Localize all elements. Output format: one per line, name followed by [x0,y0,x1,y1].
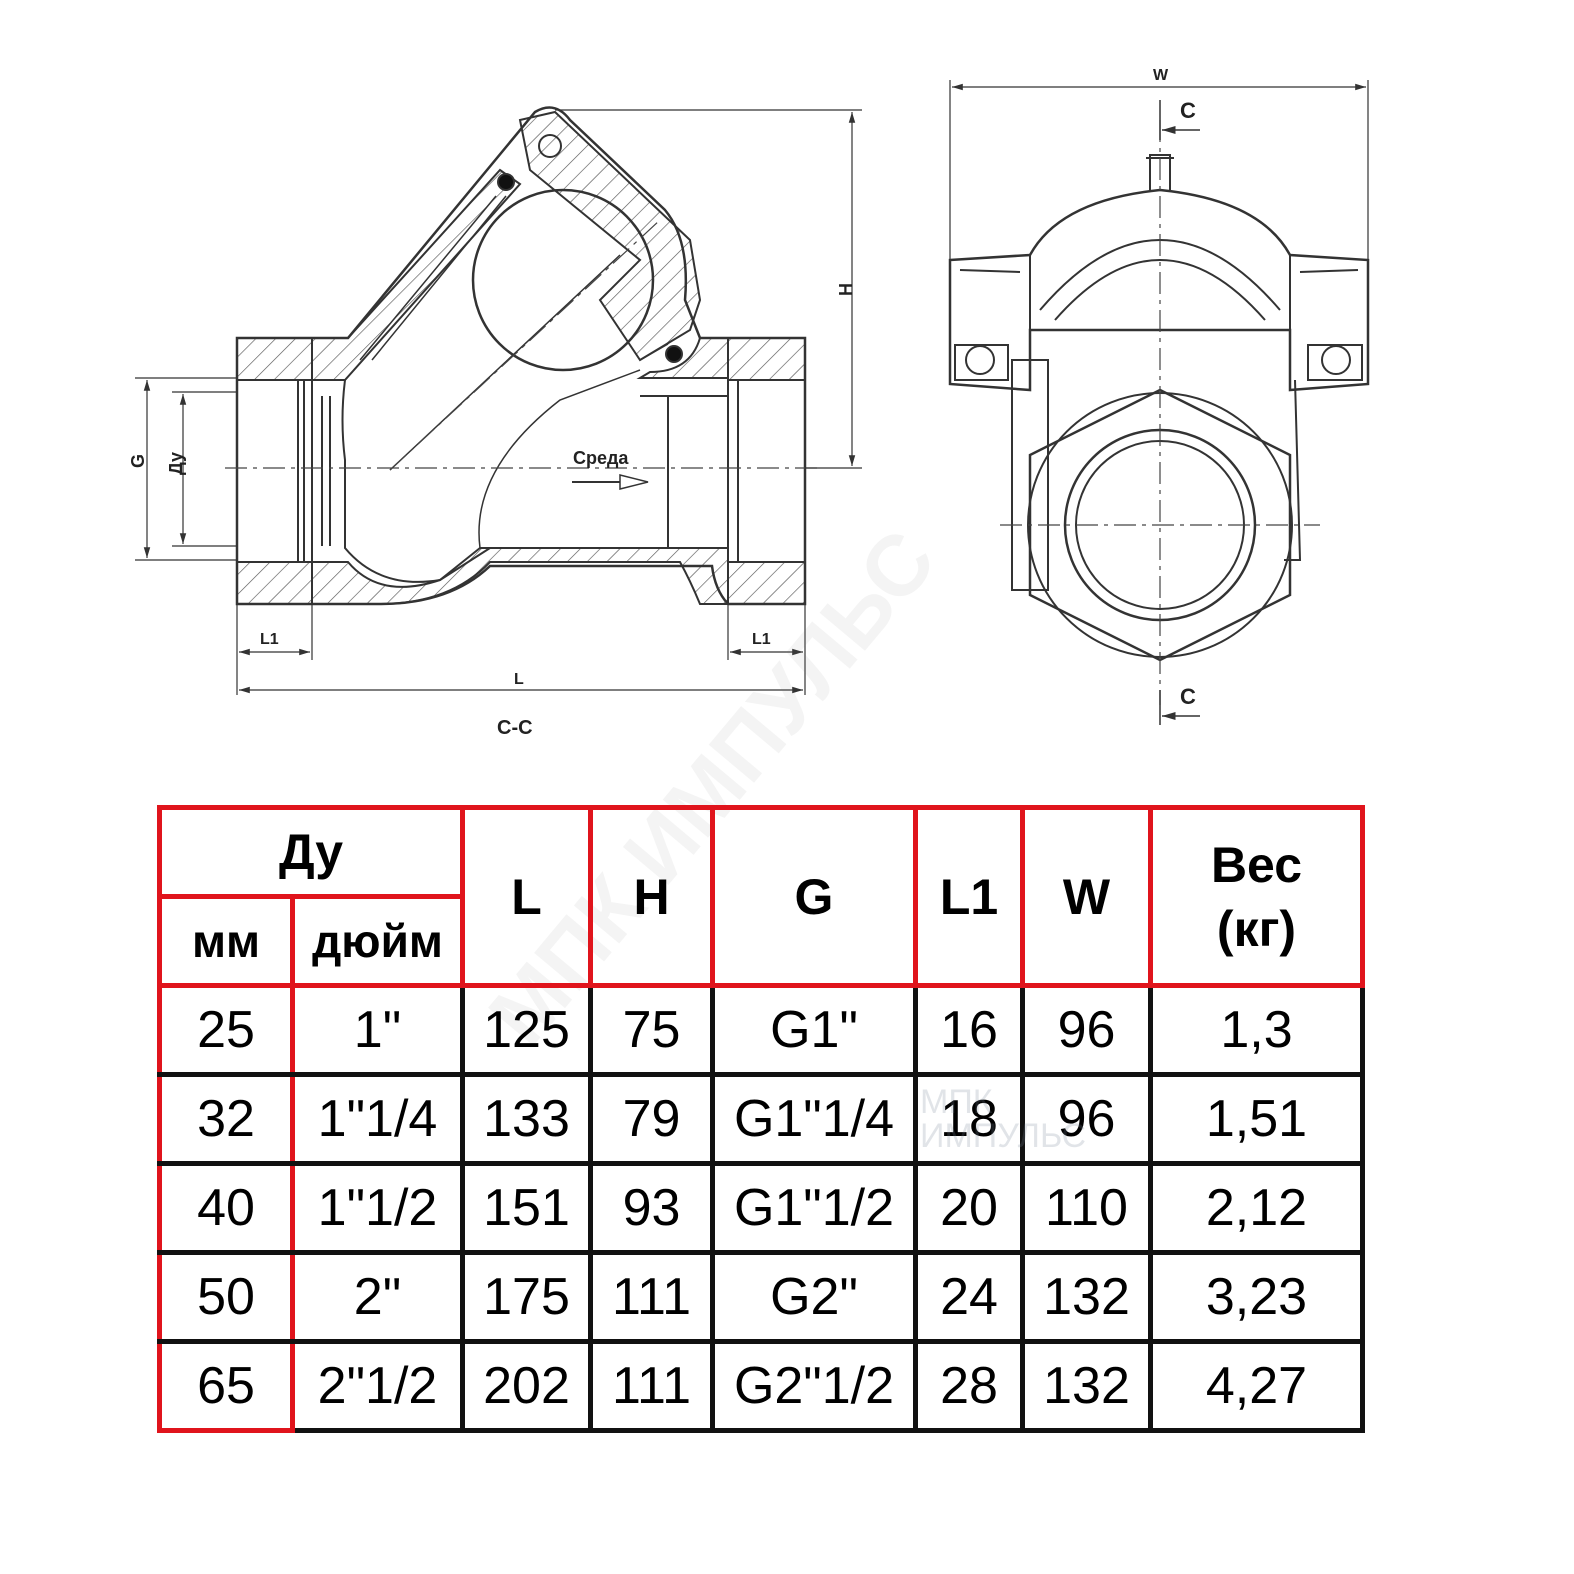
dim-L1-right-label: L1 [752,631,771,648]
table-header-row-2: мм дюйм [157,894,1363,988]
header-mm: мм [157,894,295,988]
cell-G: G2" [710,1250,918,1344]
dim-H [555,109,862,469]
header-W: W [1020,805,1153,988]
cell-G: G2"1/2 [710,1339,918,1433]
flow-arrow [572,474,649,490]
cell-L1: 16 [913,983,1025,1077]
cell-L: 125 [460,983,593,1077]
cell-mm: 32 [157,1072,295,1166]
cell-G: G1"1/2 [710,1161,918,1255]
cell-inch: 2"1/2 [290,1339,465,1433]
cell-inch: 1" [290,983,465,1077]
section-c-bottom: C [1180,684,1196,709]
dim-W [949,80,1369,260]
dim-L-label: L [514,671,524,688]
table-header-row-1: Ду L H G L1 W Вес (кг) [157,805,1365,988]
section-c-top: C [1180,98,1196,123]
cell-mm: 40 [157,1161,295,1255]
spec-table: Ду L H G L1 W Вес (кг) мм дюйм 25 1" 125… [157,805,1365,1433]
cell-inch: 1"1/4 [290,1072,465,1166]
header-du: Ду [157,805,465,899]
section-marker-bottom [1159,690,1200,725]
cell-L1: 18 [913,1072,1025,1166]
cell-H: 93 [588,1161,715,1255]
cell-mm: 65 [157,1339,295,1433]
cell-L: 175 [460,1250,593,1344]
section-label: C-C [497,717,533,739]
table-row: 40 1"1/2 151 93 G1"1/2 20 110 2,12 [157,1161,1365,1255]
cell-weight: 2,12 [1148,1161,1365,1255]
dim-Du [172,391,237,547]
dim-L1-left-label: L1 [260,631,279,648]
section-view [235,106,807,606]
cell-L: 202 [460,1339,593,1433]
dim-Du-label: Ду [166,452,186,475]
header-weight: Вес (кг) [1148,805,1365,988]
cell-W: 96 [1020,983,1153,1077]
cell-H: 79 [588,1072,715,1166]
section-marker-top [1159,100,1200,140]
cell-L: 151 [460,1161,593,1255]
cell-W: 132 [1020,1339,1153,1433]
dim-G-label: G [128,454,148,468]
cell-inch: 1"1/2 [290,1161,465,1255]
cell-W: 110 [1020,1161,1153,1255]
valve-technical-drawing: Среда G Ду H L1 L1 L C-C [128,67,1370,739]
header-weight-line1: Вес [1210,836,1303,893]
cell-weight: 1,3 [1148,983,1365,1077]
cell-mm: 50 [157,1250,295,1344]
cell-G: G1"1/4 [710,1072,918,1166]
cell-weight: 3,23 [1148,1250,1365,1344]
cell-W: 132 [1020,1250,1153,1344]
header-L: L [460,805,593,988]
dim-G [135,377,237,561]
dim-H-label: H [836,283,856,296]
cell-G: G1" [710,983,918,1077]
header-H: H [588,805,715,988]
dim-W-label: W [1153,67,1169,84]
cell-H: 111 [588,1250,715,1344]
cell-H: 111 [588,1339,715,1433]
header-G: G [710,805,918,988]
flow-label: Среда [573,448,629,468]
table-row: 65 2"1/2 202 111 G2"1/2 28 132 4,27 [157,1339,1365,1433]
dim-L1 [236,604,806,695]
cell-inch: 2" [290,1250,465,1344]
table-row: 25 1" 125 75 G1" 16 96 1,3 [157,983,1365,1077]
table-row: 50 2" 175 111 G2" 24 132 3,23 [157,1250,1365,1344]
header-weight-line2: (кг) [1216,900,1297,957]
cell-mm: 25 [157,983,295,1077]
header-inch: дюйм [290,894,465,988]
front-view [948,154,1370,662]
cell-L1: 20 [913,1161,1025,1255]
cell-L1: 24 [913,1250,1025,1344]
cell-weight: 4,27 [1148,1339,1365,1433]
cell-L1: 28 [913,1339,1025,1433]
cell-weight: 1,51 [1148,1072,1365,1166]
cell-W: 96 [1020,1072,1153,1166]
header-L1: L1 [913,805,1025,988]
table-row: 32 1"1/4 133 79 G1"1/4 18 96 1,51 [157,1072,1365,1166]
cell-L: 133 [460,1072,593,1166]
cell-H: 75 [588,983,715,1077]
